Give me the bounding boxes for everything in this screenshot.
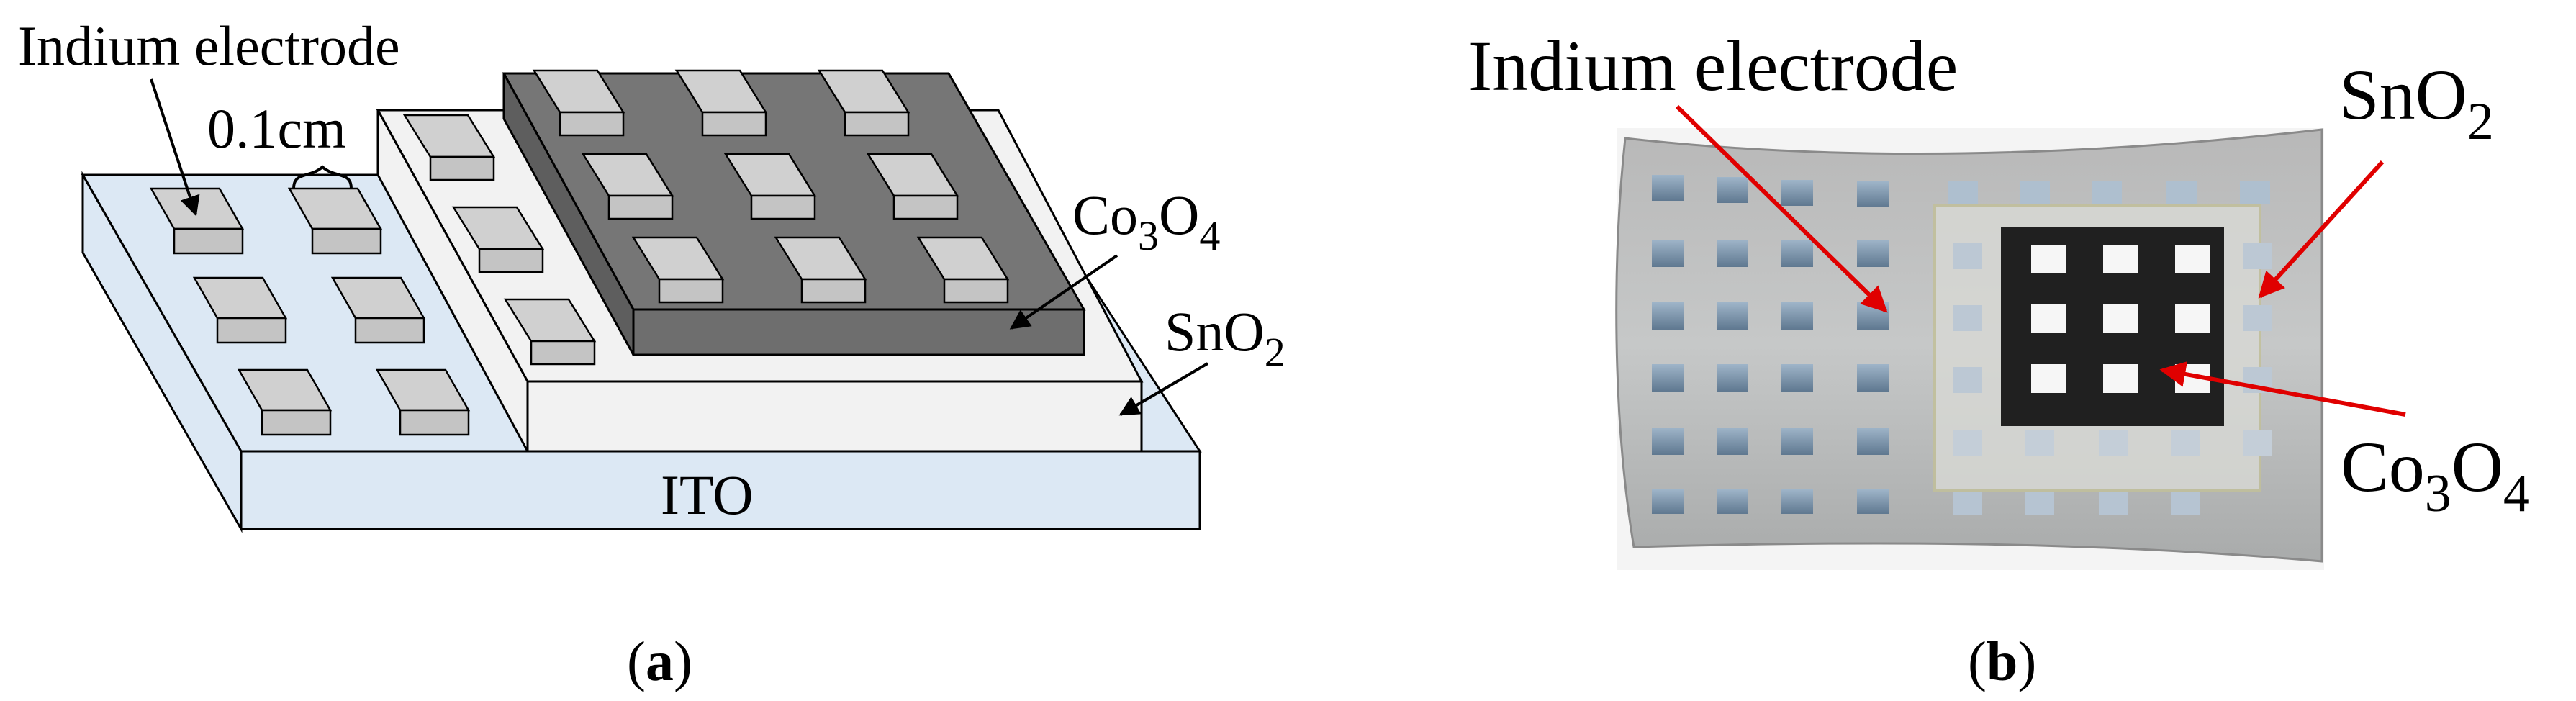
indium-electrode [375, 368, 471, 436]
indium-electrode [1717, 428, 1748, 455]
indium-electrode [2020, 181, 2050, 204]
indium-electrode [1953, 430, 1982, 456]
indium-electrode [402, 114, 496, 181]
indium-electrode [1781, 364, 1813, 392]
panel-b-photo: Indium electrode SnO2 Co3O4 [1468, 26, 2530, 570]
electrodes-on-sno2 [402, 114, 597, 366]
indium-electrode [2103, 364, 2138, 393]
indium-electrode [287, 187, 383, 255]
indium-electrode [1717, 489, 1748, 514]
indium-electrode [1652, 175, 1684, 201]
indium-electrode [2243, 430, 2272, 456]
indium-electrode [2103, 304, 2138, 333]
indium-electrode [1857, 181, 1889, 207]
indium-electrode [1717, 302, 1748, 330]
indium-electrode [2175, 304, 2210, 333]
indium-electrode [2103, 245, 2138, 273]
indium-electrode [631, 236, 725, 304]
indium-electrode [674, 69, 768, 137]
indium-electrode [2031, 364, 2066, 393]
indium-electrode [2240, 181, 2270, 204]
indium-electrode [2025, 430, 2054, 456]
indium-electrode [1857, 240, 1889, 267]
indium-electrode [1717, 364, 1748, 392]
indium-electrode [2092, 181, 2122, 204]
indium-electrode [1857, 428, 1889, 455]
indium-electrode [451, 206, 545, 273]
indium-electrode [330, 276, 426, 344]
indium-electrode [503, 298, 597, 366]
indium-electrode [1781, 240, 1813, 267]
indium-electrode [774, 236, 867, 304]
spacing-brace [292, 165, 353, 189]
ito-label: ITO [661, 463, 754, 526]
photo-co3o4-label: Co3O4 [2341, 427, 2530, 523]
photo-electrodes-on-co3o4 [2031, 245, 2210, 393]
indium-electrode [2171, 430, 2200, 456]
indium-electrode [2031, 245, 2066, 273]
indium-electrode [2099, 430, 2128, 456]
indium-electrode [1652, 428, 1684, 455]
indium-electrode [817, 69, 910, 137]
indium-electrode [1717, 240, 1748, 267]
panel-a-schematic: Indium electrode 0.1cm Co3O4 SnO2 ITO [18, 14, 1285, 533]
indium-electrode [2025, 492, 2054, 515]
photo-co3o4-arrow [2159, 361, 2406, 417]
spacing-label: 0.1cm [207, 97, 346, 160]
indium-electrode [1652, 302, 1684, 330]
indium-electrode [2099, 492, 2128, 515]
indium-electrode [2166, 181, 2197, 204]
indium-electrode [1953, 305, 1982, 331]
indium-electrode [2243, 243, 2272, 269]
indium-electrode [1948, 181, 1978, 204]
indium-electrode [1717, 177, 1748, 203]
indium-electrode-label: Indium electrode [18, 14, 400, 77]
photo-sno2-label: SnO2 [2339, 55, 2494, 151]
electrodes-on-ito [149, 187, 471, 436]
indium-electrode [1781, 302, 1813, 330]
indium-electrode [1652, 489, 1684, 514]
photo-indium-arrow [1675, 104, 1888, 313]
sno2-arrow [1118, 362, 1209, 416]
indium-electrode [2031, 304, 2066, 333]
indium-electrode [1781, 428, 1813, 455]
indium-electrode [1953, 243, 1982, 269]
indium-electrode [916, 236, 1010, 304]
co3o4-label: Co3O4 [1072, 184, 1220, 259]
indium-electrode [1652, 240, 1684, 267]
indium-electrode [1781, 180, 1813, 206]
photo-electrodes [1652, 175, 2272, 515]
indium-electrode [532, 69, 625, 137]
photo-indium-electrode-label: Indium electrode [1468, 26, 1958, 106]
indium-electrode [1857, 364, 1889, 392]
electrodes-on-co3o4 [532, 69, 1010, 304]
indium-electrode [723, 153, 817, 220]
indium-electrode [866, 153, 959, 220]
indium-electrode [581, 153, 674, 220]
indium-electrode [2171, 492, 2200, 515]
indium-electrode [1781, 489, 1813, 514]
indium-electrode [1857, 489, 1889, 514]
panel-b-label: (b) [1968, 630, 2036, 692]
indium-electrode-arrow [150, 78, 200, 217]
panel-a-label: (a) [627, 630, 692, 692]
indium-electrode [2243, 305, 2272, 331]
indium-electrode [192, 276, 288, 344]
indium-electrode [1953, 367, 1982, 393]
photo-sno2-arrow [2258, 160, 2385, 299]
sno2-label: SnO2 [1165, 300, 1285, 376]
co3o4-arrow [1009, 254, 1118, 330]
indium-electrode [2175, 245, 2210, 273]
indium-electrode [237, 368, 333, 436]
indium-electrode [1953, 492, 1982, 515]
indium-electrode [1652, 364, 1684, 392]
